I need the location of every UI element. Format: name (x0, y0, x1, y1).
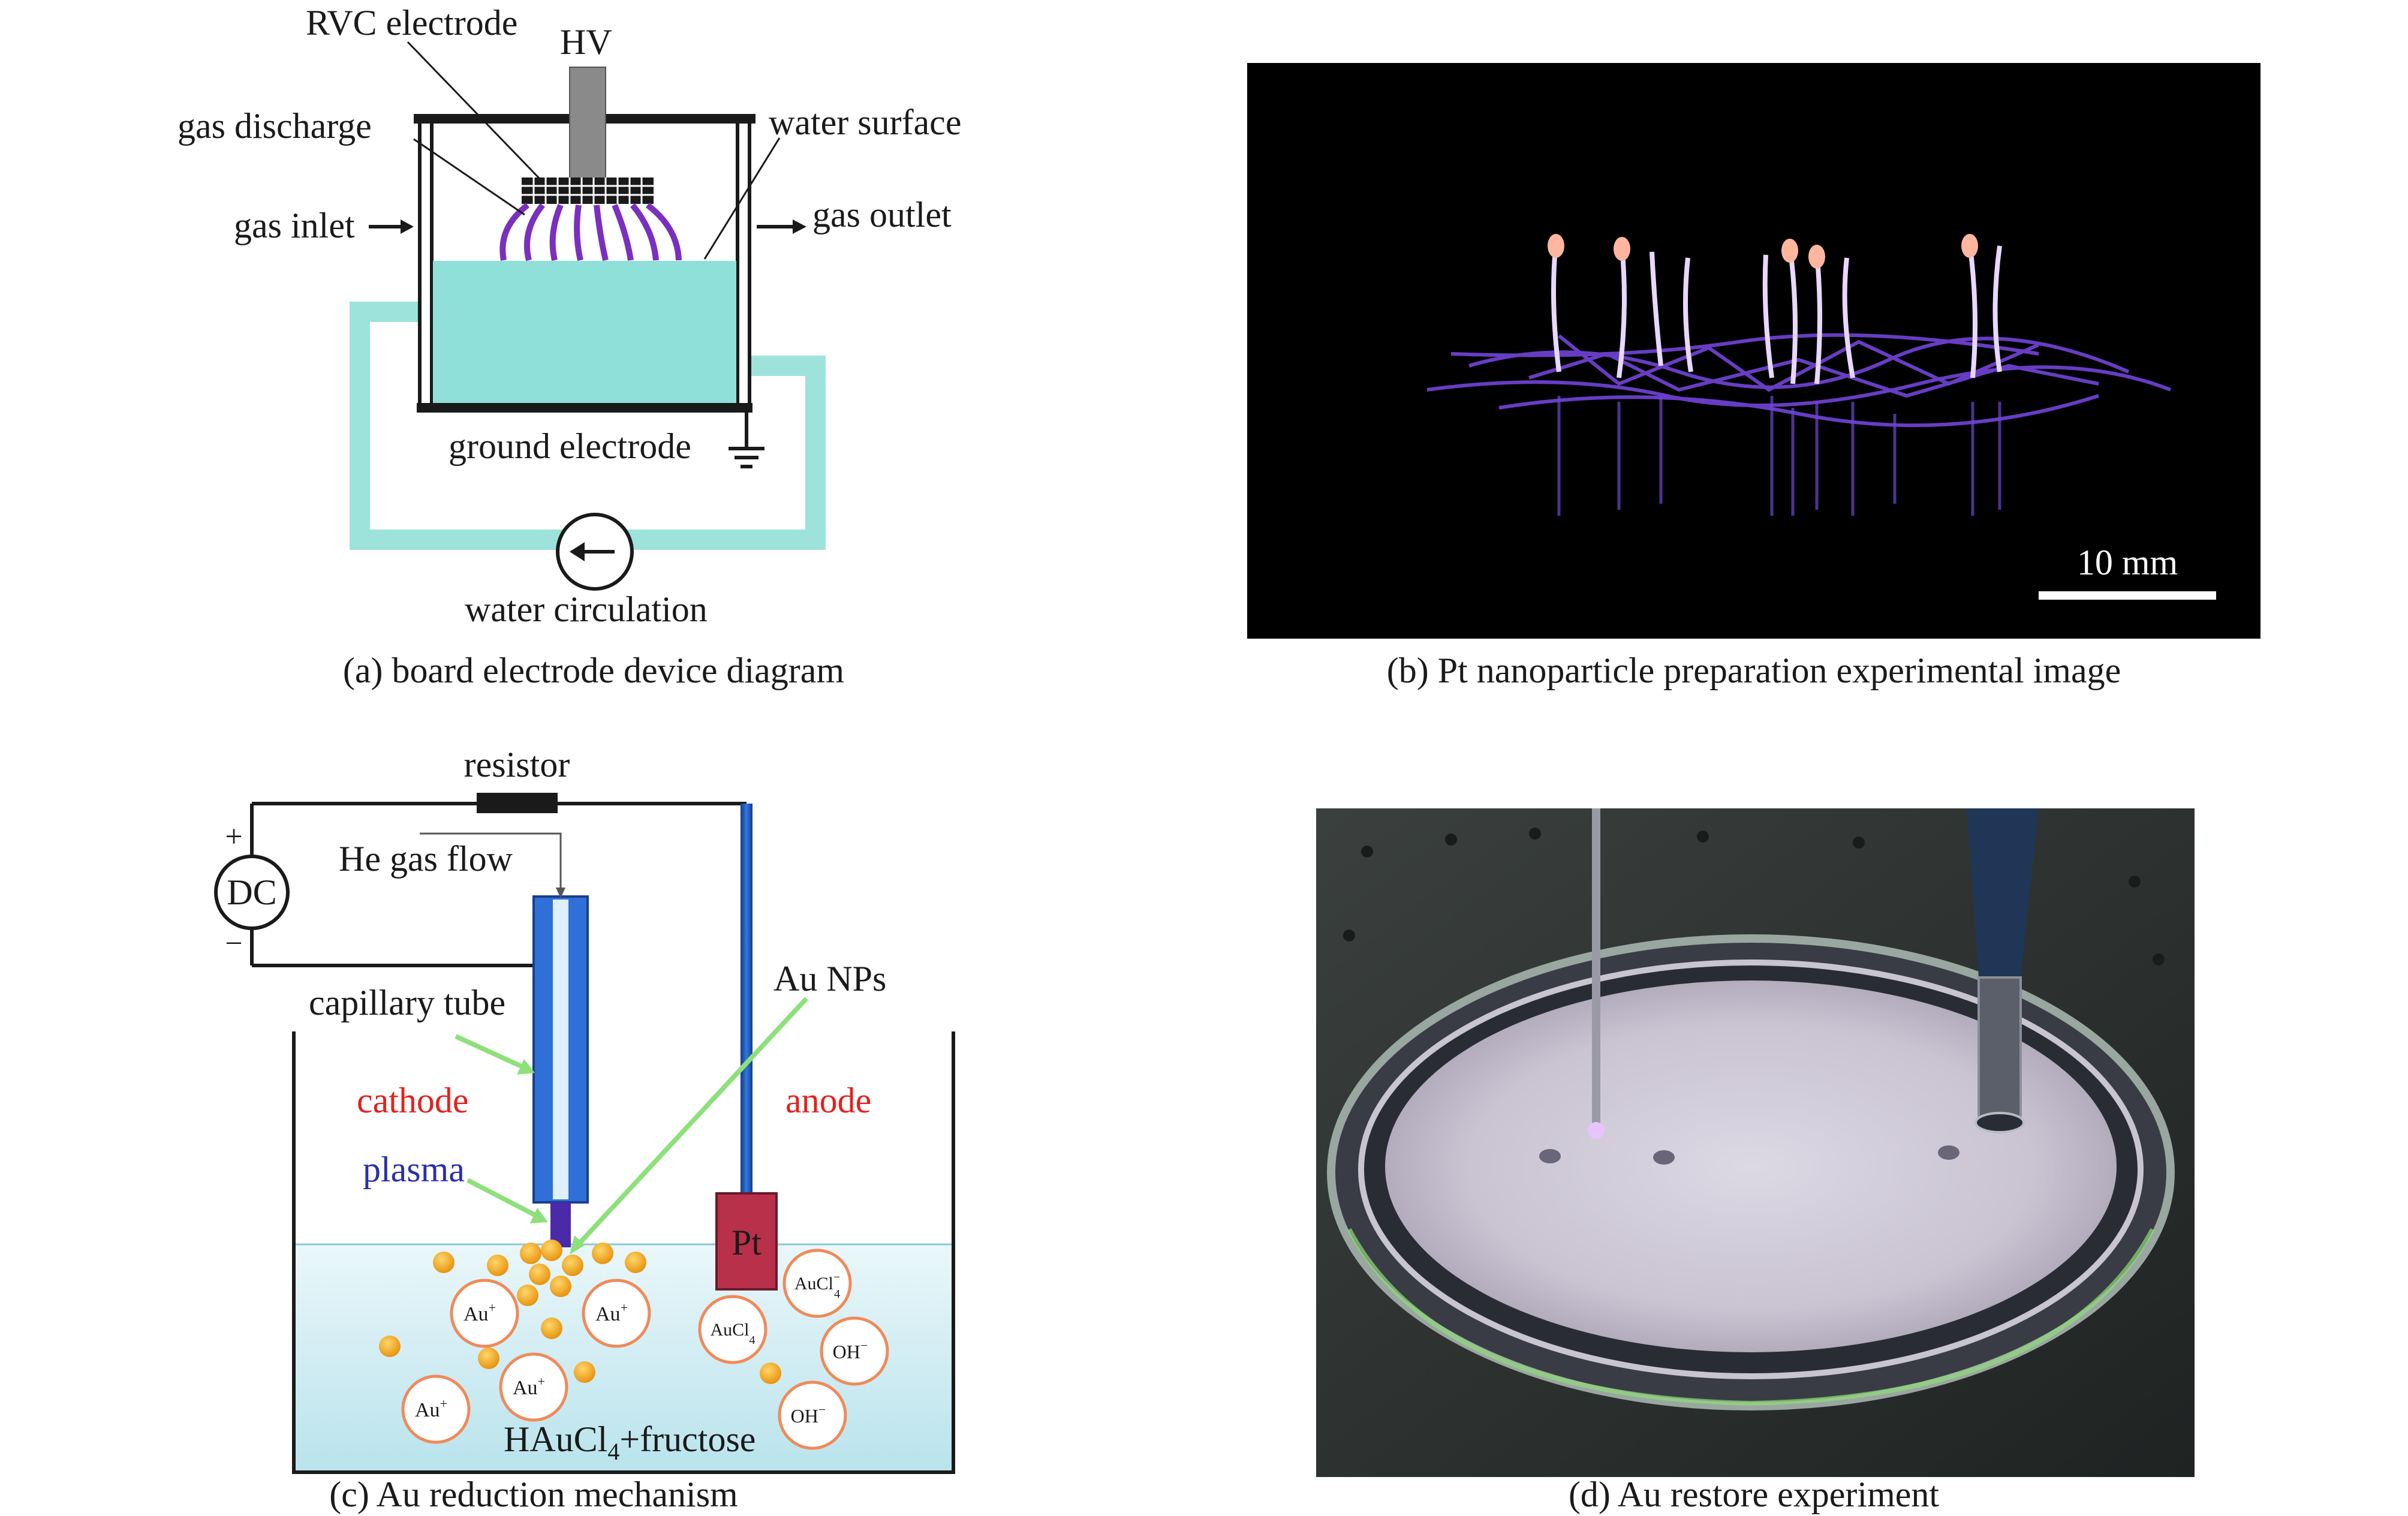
panel-a-caption: (a) board electrode device diagram (343, 651, 844, 690)
needle-electrode (1592, 808, 1600, 1126)
needle-plasma-spot (1588, 1122, 1605, 1139)
resistor-label: resistor (464, 745, 570, 784)
ground-electrode-label: ground electrode (449, 426, 691, 466)
water-reflections (1557, 396, 2001, 516)
capillary-bore (553, 900, 568, 1199)
surface-spot-2 (1653, 1150, 1675, 1165)
rvc-electrode (522, 178, 654, 204)
gas-inlet-arrow (369, 219, 414, 234)
rvc-electrode-label: RVC electrode (306, 3, 517, 43)
ion-aucl4-2: AuCl4 (698, 1295, 767, 1364)
resistor (477, 793, 558, 813)
plus-label: + (225, 820, 242, 854)
rim-glow (1347, 1228, 2155, 1406)
panel-b-caption: (b) Pt nanoparticle preparation experime… (1387, 651, 2121, 690)
svg-text:AuCl4: AuCl4 (710, 1320, 755, 1347)
circuit-wires (250, 802, 747, 967)
arrow-left-icon (570, 542, 585, 561)
ion-au-1: Au+ (450, 1279, 519, 1348)
panel-a: RVC electrode HV gas discharge water sur… (177, 3, 961, 690)
svg-text:Au+: Au+ (595, 1300, 628, 1325)
discharge-tips (1548, 234, 1978, 269)
svg-text:OH−: OH− (791, 1402, 826, 1427)
gas-outlet-arrow (757, 219, 806, 234)
pt-label: Pt (732, 1223, 761, 1262)
ground-plate (417, 403, 752, 413)
petri-dish-liquid (1385, 980, 2117, 1352)
green-arrowheads (517, 1059, 585, 1255)
svg-text:Au+: Au+ (463, 1300, 496, 1325)
minus-label: − (225, 927, 242, 961)
ion-aucl4-1: AuCl−4 (782, 1249, 852, 1318)
he-gas-leader (420, 832, 562, 895)
right-electrode-tip (1974, 1112, 2025, 1133)
scale-bar (2039, 591, 2216, 600)
dc-label: DC (227, 873, 276, 912)
he-gas-flow-label: He gas flow (339, 839, 513, 879)
right-electrode-body (1967, 808, 2039, 977)
anode-label: anode (785, 1081, 871, 1120)
gas-discharge-label: gas discharge (177, 106, 372, 146)
scale-bar-label: 10 mm (2077, 543, 2178, 582)
left-wall (418, 118, 434, 410)
dc-source (214, 855, 290, 930)
ion-au-4: Au+ (401, 1374, 471, 1444)
water-surface-leader (703, 137, 781, 260)
cathode-label: cathode (357, 1081, 469, 1120)
ground-symbol (729, 413, 764, 468)
svg-text:AuCl−4: AuCl−4 (794, 1271, 840, 1301)
table-holes (1343, 828, 2165, 965)
rvc-leader (407, 41, 541, 180)
svg-text:OH−: OH− (833, 1338, 868, 1362)
anode-wire (741, 804, 752, 1199)
svg-text:Au+: Au+ (513, 1374, 545, 1399)
pt-electrode (715, 1192, 778, 1291)
ion-au-2: Au+ (582, 1279, 651, 1348)
he-gas-arrowhead (556, 888, 565, 898)
au-nps-label: Au NPs (773, 959, 886, 998)
circulation-pump (556, 513, 634, 591)
panel-d-caption: (d) Au restore experiment (1569, 1475, 1939, 1514)
gas-outlet-label: gas outlet (812, 195, 952, 234)
hv-rod (569, 67, 606, 182)
panel-b: 10 mm (b) Pt nanoparticle preparation ex… (1247, 63, 2260, 690)
hv-label: HV (560, 22, 612, 62)
water-circulation-label: water circulation (465, 589, 708, 629)
panel-c-caption: (c) Au reduction mechanism (329, 1475, 738, 1514)
ion-oh-1: OH− (820, 1316, 889, 1386)
green-arrows (454, 997, 808, 1249)
discharge-leader (413, 138, 525, 216)
panel-d: (d) Au restore experiment (1316, 808, 2195, 1514)
beaker (292, 1031, 955, 1474)
photo-b-background (1247, 63, 2260, 639)
panel-c: DC + − Pt (214, 745, 955, 1514)
surface-spot-1 (1539, 1149, 1561, 1163)
ion-oh-2: OH− (778, 1380, 847, 1450)
au-nanoparticles (379, 1240, 781, 1384)
solution-label: HAuCl4+fructose (504, 1419, 755, 1465)
water-surface-label: water surface (769, 103, 961, 142)
gas-discharge-arcs (499, 203, 682, 261)
right-wall (736, 118, 751, 410)
water-volume (433, 261, 736, 405)
capillary-tube-label: capillary tube (309, 983, 505, 1022)
svg-text:Au+: Au+ (415, 1396, 447, 1421)
ion-au-3: Au+ (499, 1352, 568, 1422)
gas-inlet-label: gas inlet (234, 206, 355, 245)
surface-spot-3 (1938, 1145, 1959, 1160)
plasma-label: plasma (363, 1150, 465, 1189)
right-electrode-tube (1977, 976, 2022, 1123)
discharge-network (1426, 333, 2172, 428)
